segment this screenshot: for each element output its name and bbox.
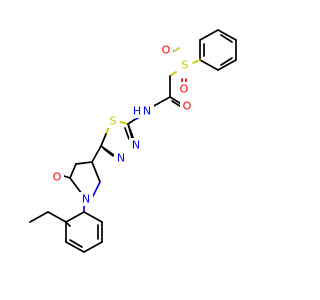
molecule-structure-diagram: S O O O N H S N N O N [29, 29, 237, 253]
phenyl-ring-top [199, 29, 237, 71]
ethylphenyl-group [29, 204, 103, 253]
thiadiazole-n1-label: N [132, 139, 140, 152]
sulfonyl-o-left-label: O [162, 44, 171, 57]
sulfonyl-s-label: S [182, 59, 189, 72]
lactam-n-label: N [82, 193, 90, 206]
amide-o-label: O [183, 100, 192, 113]
thiadiazole-s-label: S [110, 115, 117, 128]
lactam-o-label: O [53, 171, 62, 184]
amide-n-label: N [143, 105, 151, 118]
sulfonyl-o-bottom-label: O [180, 83, 189, 96]
atom-labels: S O O O N H S N N O N [50, 43, 194, 206]
molecule-svg: S O O O N H S N N O N [29, 29, 237, 253]
thiadiazole-n2-label: N [117, 152, 125, 165]
amide-h-label: H [133, 105, 141, 118]
